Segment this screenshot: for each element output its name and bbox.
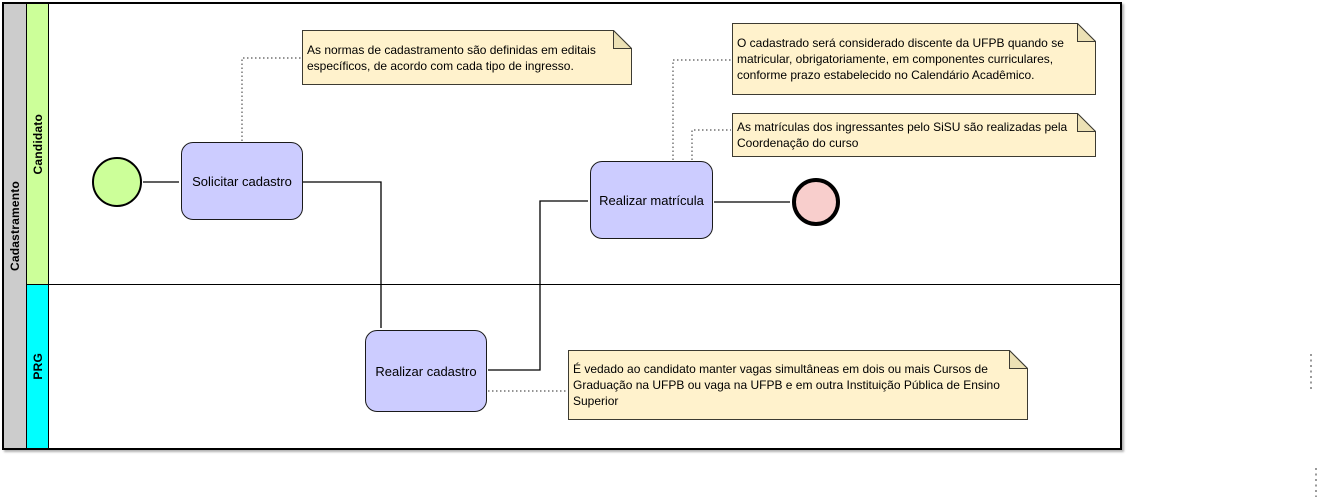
task-realizar-cadastro[interactable]: Realizar cadastro bbox=[365, 330, 487, 412]
note-text: O cadastrado será considerado discente d… bbox=[737, 36, 1064, 82]
note-normas-cadastramento[interactable]: As normas de cadastramento são definidas… bbox=[302, 30, 632, 85]
lane-candidato-header[interactable]: Candidato bbox=[27, 4, 49, 284]
task-realizar-matricula[interactable]: Realizar matrícula bbox=[590, 161, 713, 239]
pool-label: Cadastramento bbox=[8, 181, 22, 271]
note-text: As matrículas dos ingressantes pelo SiSU… bbox=[737, 120, 1068, 150]
note-cadastrado-discente[interactable]: O cadastrado será considerado discente d… bbox=[732, 23, 1096, 95]
task-label: Realizar cadastro bbox=[375, 363, 477, 379]
end-event-circle[interactable] bbox=[792, 178, 840, 226]
lane-candidato-label: Candidato bbox=[30, 113, 45, 175]
note-text: É vedado ao candidato manter vagas simul… bbox=[573, 362, 1000, 408]
note-text: As normas de cadastramento são definidas… bbox=[307, 42, 596, 73]
note-matriculas-sisu[interactable]: As matrículas dos ingressantes pelo SiSU… bbox=[732, 113, 1096, 157]
task-label: Realizar matrícula bbox=[599, 192, 704, 208]
note-shape bbox=[732, 23, 1096, 95]
start-event-circle[interactable] bbox=[92, 157, 142, 207]
lane-prg-header[interactable]: PRG bbox=[27, 285, 49, 448]
note-vagas-simultaneas[interactable]: É vedado ao candidato manter vagas simul… bbox=[568, 350, 1028, 420]
lane-candidato[interactable]: Candidato bbox=[27, 4, 1120, 284]
note-shape bbox=[732, 113, 1096, 157]
task-label: Solicitar cadastro bbox=[192, 173, 292, 189]
task-solicitar-cadastro[interactable]: Solicitar cadastro bbox=[181, 142, 303, 220]
note-shape bbox=[568, 350, 1028, 420]
pool-header[interactable]: Cadastramento bbox=[4, 4, 27, 448]
lane-prg-label: PRG bbox=[30, 353, 45, 380]
note-shape bbox=[302, 30, 632, 85]
